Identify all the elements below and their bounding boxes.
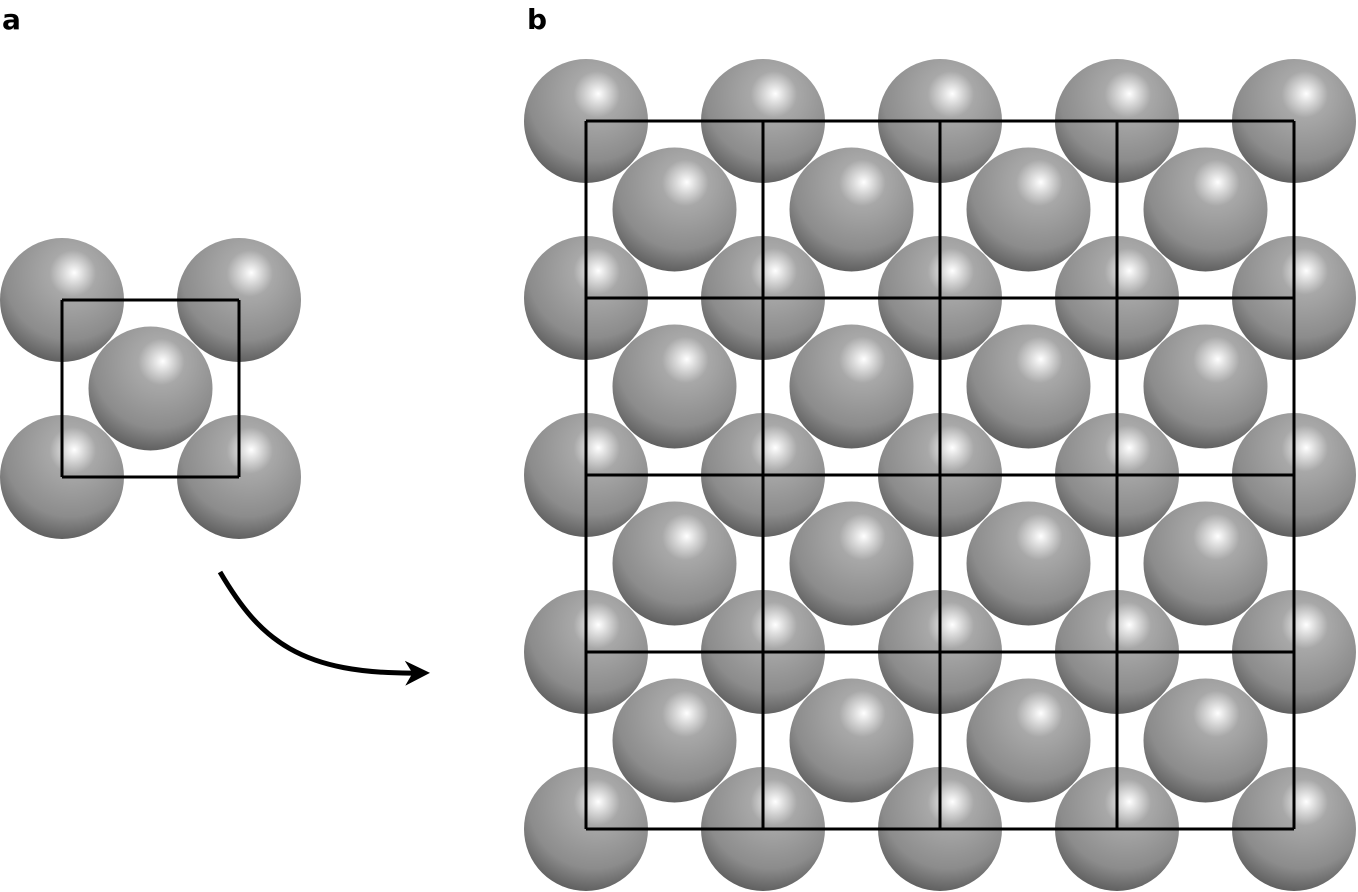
center-atom: [1143, 324, 1268, 449]
unit-cell-grid: [584, 119, 1296, 831]
panel-b-lattice: [524, 59, 1356, 891]
unit-cell-grid: [60, 298, 241, 479]
center-atom: [1143, 147, 1268, 272]
panel-label-b: b: [527, 3, 548, 36]
center-atom: [789, 147, 914, 272]
center-atom: [966, 147, 1091, 272]
center-atom: [966, 678, 1091, 803]
center-atom: [612, 147, 737, 272]
center-atom: [966, 324, 1091, 449]
center-atom: [966, 501, 1091, 626]
curved-arrow-icon: [217, 570, 430, 686]
center-atom: [789, 324, 914, 449]
panel-label-a: a: [2, 3, 21, 36]
center-atom: [88, 326, 213, 451]
center-atom: [612, 501, 737, 626]
center-atom: [789, 678, 914, 803]
center-atom: [1143, 678, 1268, 803]
center-atom: [612, 678, 737, 803]
center-atom: [612, 324, 737, 449]
center-atom: [789, 501, 914, 626]
panel-a-unit-cell: [0, 238, 301, 539]
center-atom: [1143, 501, 1268, 626]
